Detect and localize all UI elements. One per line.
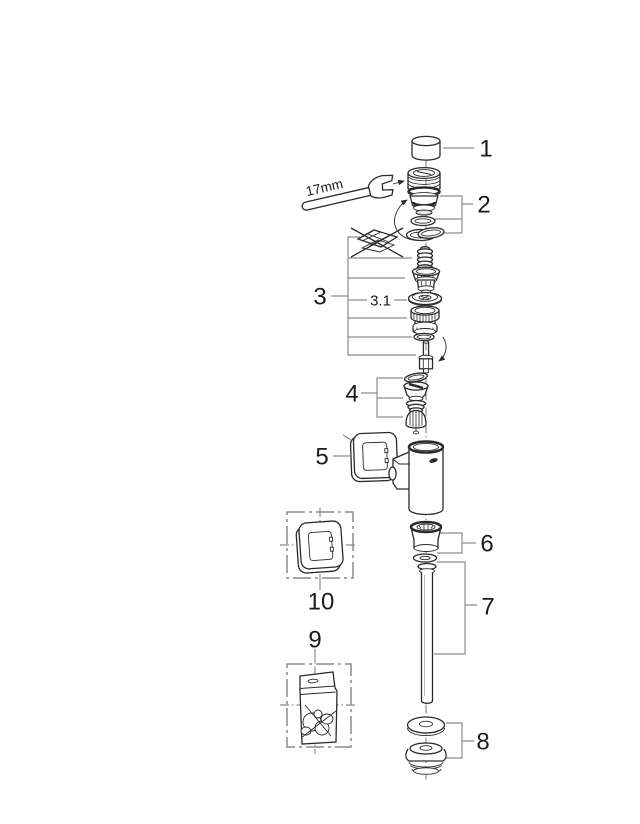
valve-piece: [411, 266, 441, 295]
part-6-label: 6: [480, 531, 493, 558]
part-8-label: 8: [476, 729, 489, 756]
part-1-label: 1: [479, 136, 492, 163]
valve-body: [388, 440, 445, 516]
part-8-group: [405, 716, 447, 775]
leader-lines: [314, 147, 477, 759]
part-3-label: 3: [313, 284, 326, 311]
part-labels: 1 2 3 3.1 4 5 6 7 8 9 10: [308, 136, 495, 756]
part-7-flush-pipe: [417, 562, 437, 704]
part-7-label: 7: [481, 594, 494, 621]
piston: [410, 305, 440, 335]
rubber-dome: [405, 409, 427, 435]
wrench-icon: 17mm: [301, 174, 394, 211]
part-10-box: [286, 511, 354, 579]
part-6-group: [409, 520, 443, 563]
part-5-escutcheon: [349, 431, 399, 483]
screw-plug: [403, 381, 429, 402]
part-5-label: 5: [315, 444, 328, 471]
part-4-group: [403, 372, 429, 435]
part-1-cap: [411, 135, 441, 161]
part-10-label: 10: [308, 589, 335, 616]
part-3-1-disc: [407, 291, 443, 306]
parts-bag: [299, 671, 338, 745]
part-3-1-label: 3.1: [370, 293, 391, 310]
part-4-label: 4: [345, 381, 358, 408]
part-3-group: [350, 227, 447, 374]
stem: [418, 336, 447, 374]
part-2-label: 2: [477, 192, 490, 219]
part-9-label: 9: [308, 627, 321, 654]
deleted-part-icon: [350, 227, 404, 258]
wrench-arrow: [392, 179, 405, 186]
part-9-box: [286, 663, 352, 748]
